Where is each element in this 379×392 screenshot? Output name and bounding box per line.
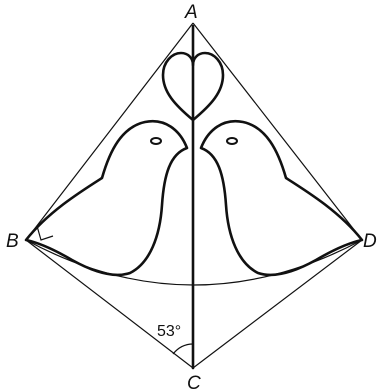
right-angle-marker-b bbox=[36, 225, 54, 241]
side-ab bbox=[25, 22, 194, 241]
side-dc bbox=[192, 239, 363, 369]
left-dove-eye bbox=[150, 137, 162, 145]
vertex-label-c: C bbox=[187, 373, 201, 392]
vertex-label-a: A bbox=[184, 2, 198, 23]
vertex-label-b: B bbox=[6, 231, 19, 252]
side-ad bbox=[192, 22, 363, 241]
angle-arc-c bbox=[172, 343, 194, 355]
right-dove bbox=[199, 119, 364, 277]
right-dove-eye bbox=[226, 137, 238, 145]
side-bc bbox=[25, 239, 194, 369]
left-dove bbox=[24, 119, 189, 277]
kite-outline bbox=[25, 22, 363, 369]
angle-label-c: 53° bbox=[157, 323, 181, 340]
vertex-label-d: D bbox=[363, 231, 377, 252]
